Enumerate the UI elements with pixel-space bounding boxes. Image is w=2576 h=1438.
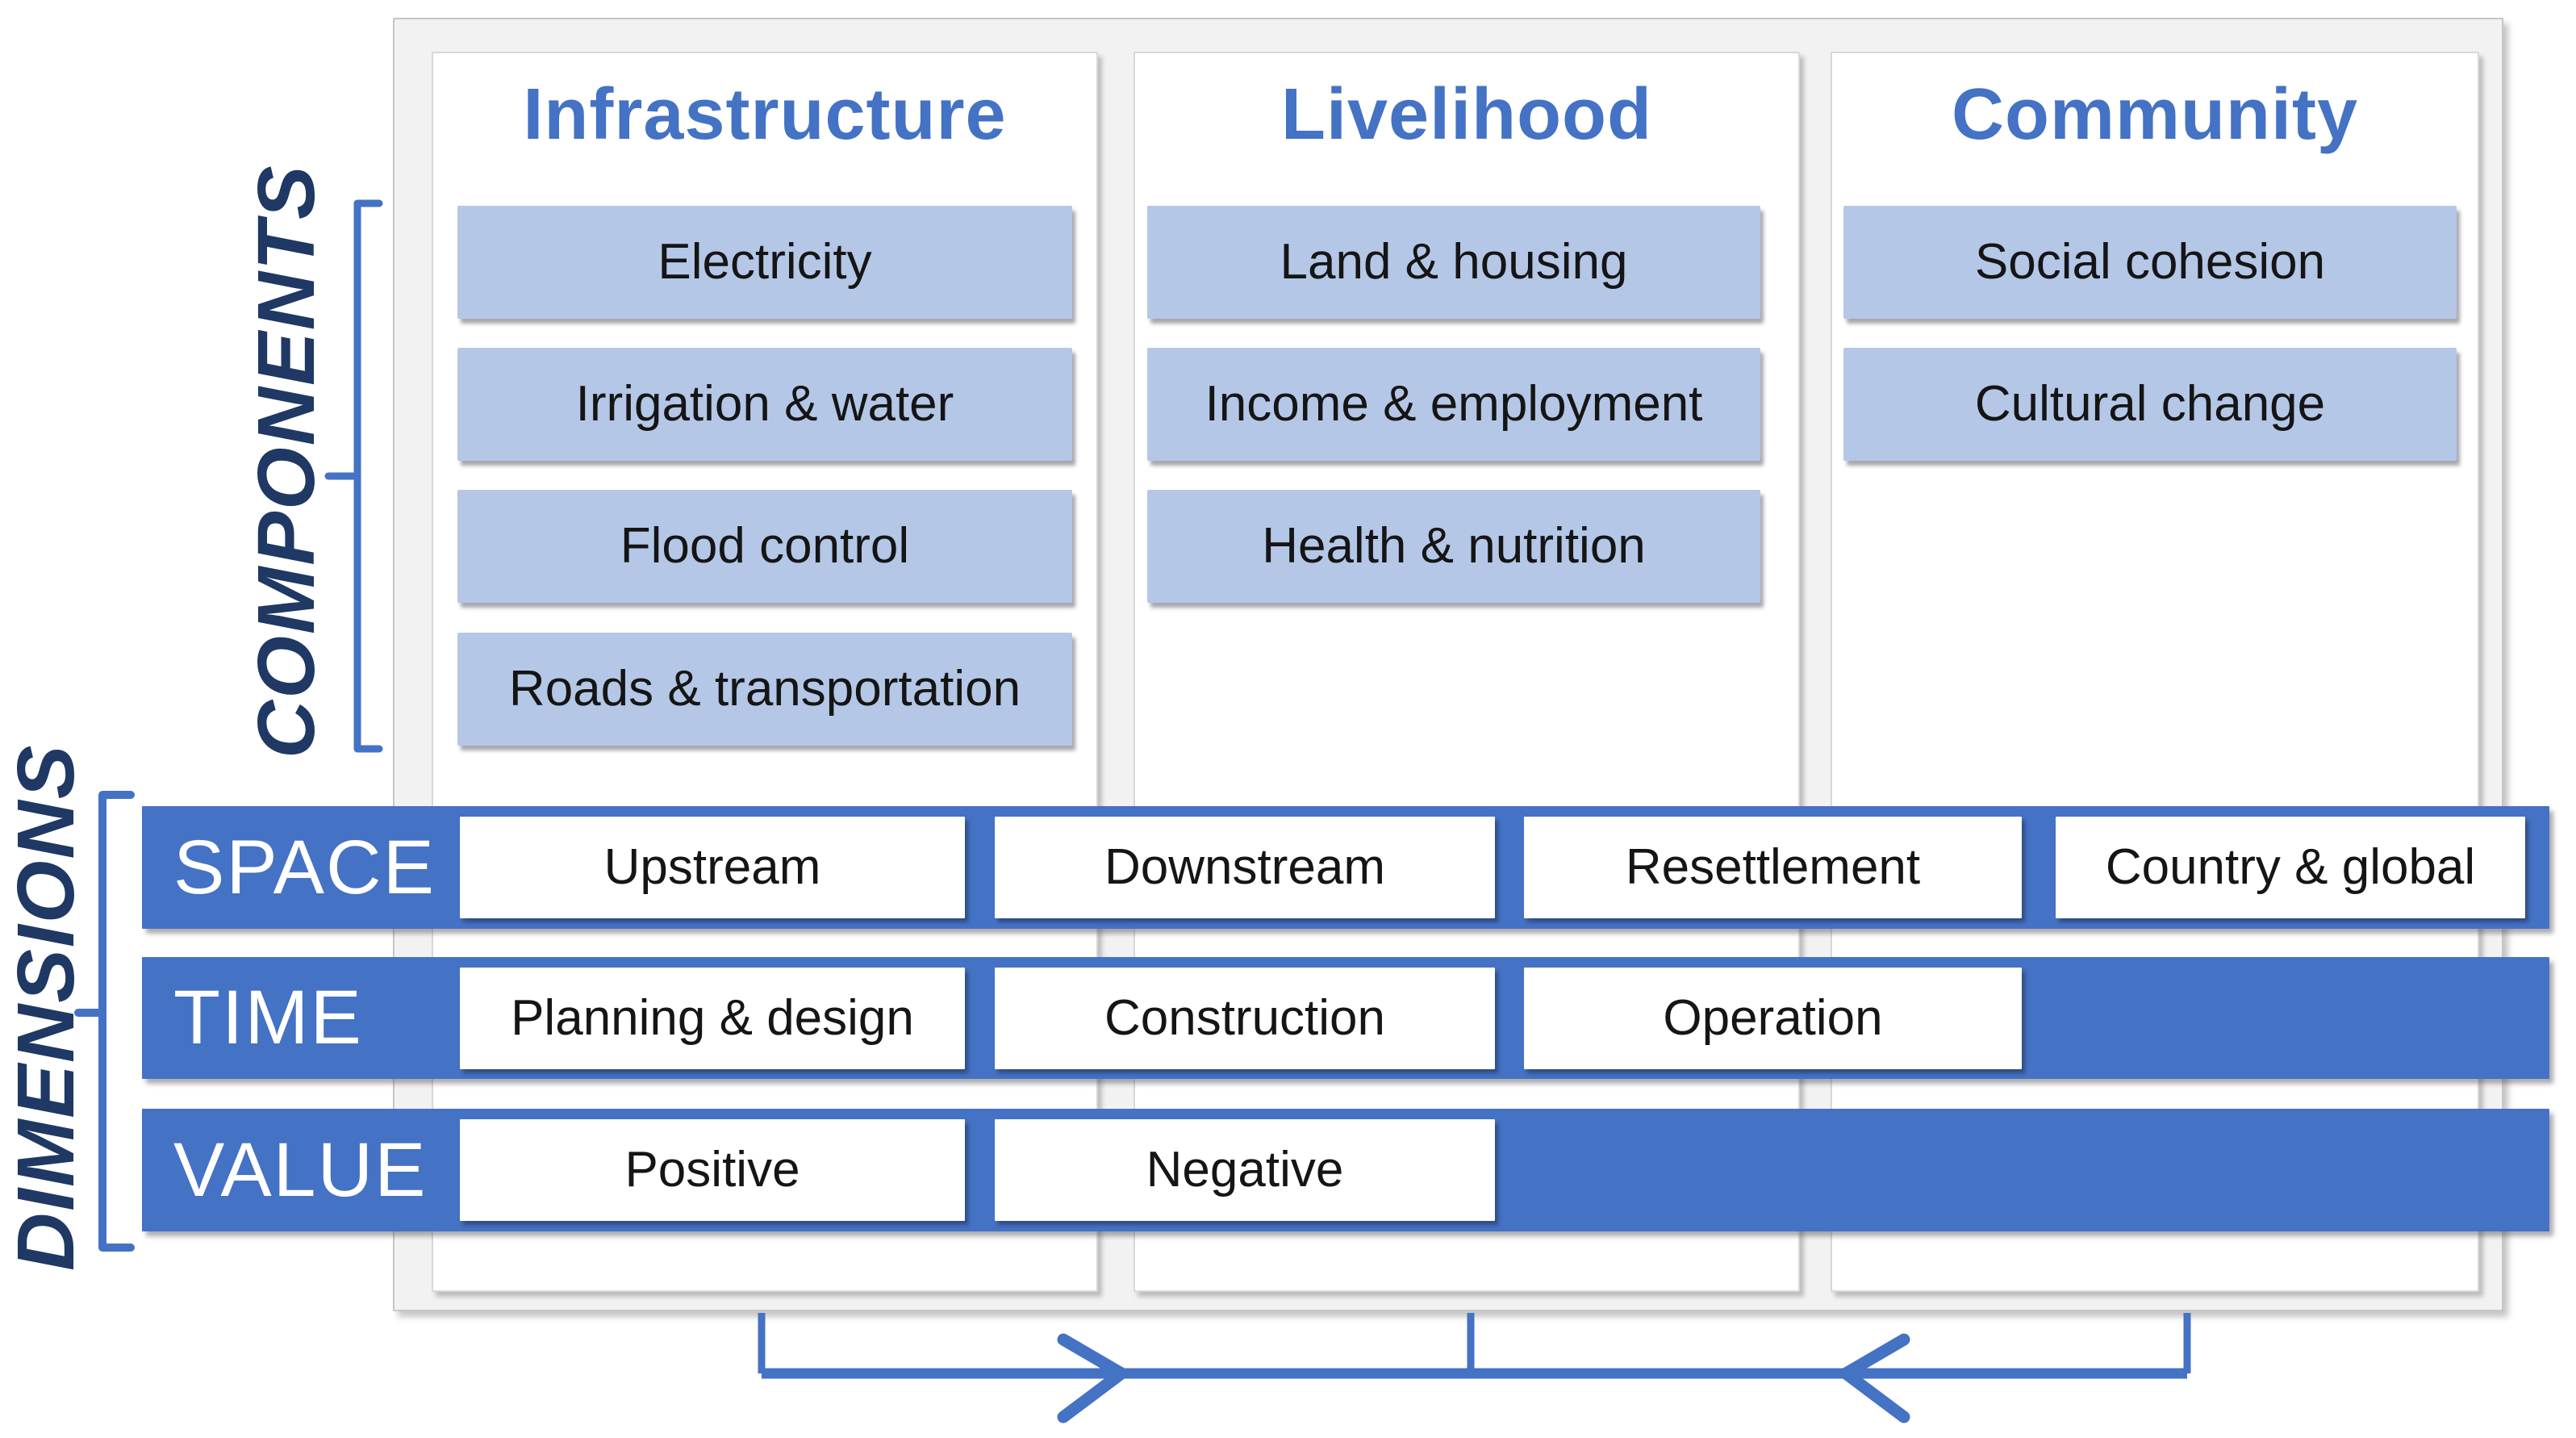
space-item-downstream: Downstream (995, 817, 1495, 918)
component-flood-control: Flood control (457, 490, 1072, 603)
time-item-operation: Operation (1524, 968, 2022, 1069)
column-title-livelihood: Livelihood (1281, 74, 1652, 155)
space-item-resettlement: Resettlement (1524, 817, 2022, 918)
column-title-community: Community (1952, 74, 2358, 155)
component-irrigation-water: Irrigation & water (457, 348, 1072, 461)
components-group-label: COMPONENTS (241, 164, 332, 759)
component-electricity: Electricity (457, 206, 1072, 319)
component-income-employment: Income & employment (1147, 348, 1760, 461)
dimensions-bracket (98, 791, 135, 1252)
time-item-planning-design: Planning & design (460, 968, 965, 1069)
value-label: VALUE (173, 1127, 428, 1213)
components-bracket (353, 199, 383, 753)
space-label: SPACE (173, 825, 436, 910)
value-item-negative: Negative (995, 1119, 1495, 1221)
column-title-infrastructure: Infrastructure (523, 74, 1007, 155)
space-item-country-global: Country & global (2056, 817, 2525, 918)
component-health-nutrition: Health & nutrition (1147, 490, 1760, 603)
component-land-housing: Land & housing (1147, 206, 1760, 319)
time-item-construction: Construction (995, 968, 1495, 1069)
time-label: TIME (173, 975, 363, 1060)
arrowhead-right-icon (1057, 1333, 1128, 1423)
value-item-positive: Positive (460, 1119, 965, 1221)
component-cultural-change: Cultural change (1843, 348, 2457, 461)
component-social-cohesion: Social cohesion (1843, 206, 2457, 319)
arrowhead-left-icon (1839, 1333, 1910, 1423)
dimensions-group-label: DIMENSIONS (1, 743, 91, 1271)
component-roads-transportation: Roads & transportation (457, 633, 1072, 746)
space-item-upstream: Upstream (460, 817, 965, 918)
